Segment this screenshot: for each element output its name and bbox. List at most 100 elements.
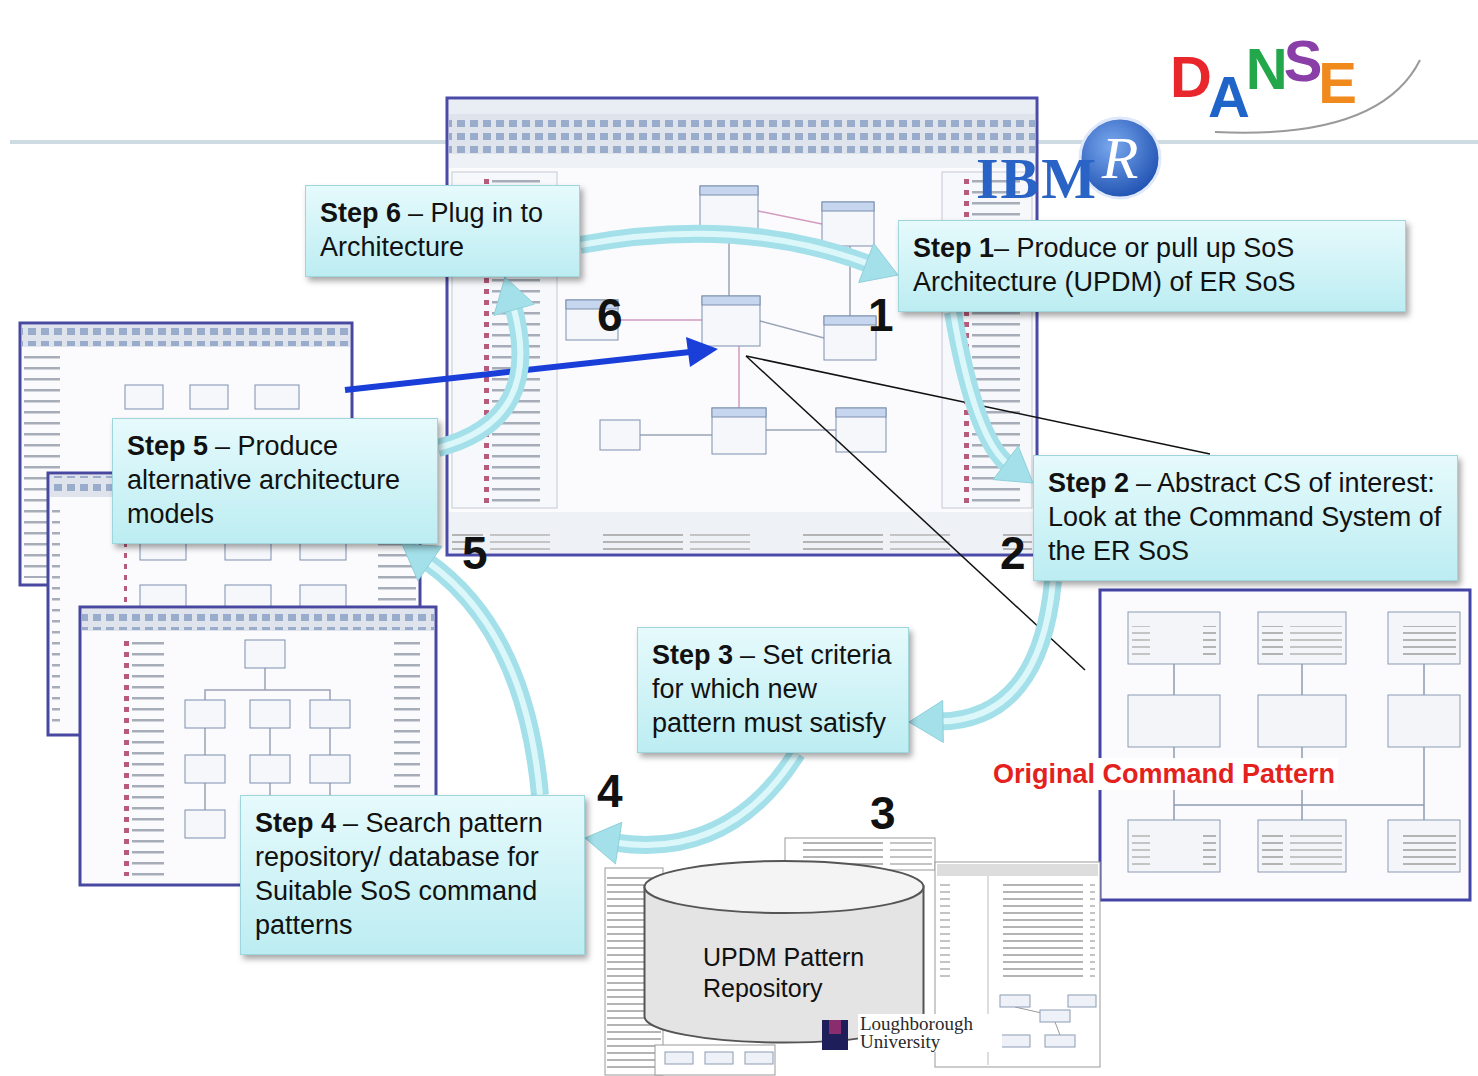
document-header xyxy=(937,864,1098,876)
class-header xyxy=(822,202,874,211)
class-box xyxy=(1128,612,1220,664)
class-box xyxy=(185,810,225,838)
diagram-link xyxy=(1423,747,1425,820)
cycle-arrow-highlight xyxy=(953,312,1009,465)
class-box xyxy=(822,202,874,246)
class-box xyxy=(705,1052,733,1064)
class-header xyxy=(700,186,758,195)
class-header xyxy=(836,408,886,417)
university-crest xyxy=(829,1020,841,1034)
logo-text: DANSE xyxy=(1170,40,1353,98)
cycle-arrowhead xyxy=(402,544,442,581)
class-box xyxy=(1000,995,1030,1007)
toolbar xyxy=(449,114,1035,154)
diagram-link xyxy=(1423,664,1425,695)
cycle-arrow-body xyxy=(438,306,520,448)
diagram-link xyxy=(618,319,702,321)
diagram-link xyxy=(205,690,330,700)
pattern-documents xyxy=(605,838,1100,1075)
class-box xyxy=(1388,820,1460,872)
tab-bar xyxy=(449,154,1035,168)
arrowheads xyxy=(585,822,622,864)
logo-letter: D xyxy=(1170,48,1208,106)
logo-text: IBM xyxy=(976,150,1098,208)
step-heading: Step 4 xyxy=(255,808,336,838)
step-heading: Step 1 xyxy=(913,233,994,263)
cycle-arrow-highlight xyxy=(939,581,1053,722)
step-box: Step 1– Produce or pull up SoS Architect… xyxy=(898,220,1406,312)
toolbar xyxy=(22,325,350,347)
diagram-link xyxy=(1055,1022,1060,1035)
logo-letter: E xyxy=(1318,54,1353,112)
diagram-link xyxy=(640,434,712,436)
class-box xyxy=(125,385,163,409)
callout-label: Original Command Pattern xyxy=(990,758,1338,790)
cycle-arrow xyxy=(580,234,898,283)
diagram-link xyxy=(204,728,206,755)
class-box xyxy=(745,1052,773,1064)
class-box xyxy=(250,755,290,783)
step-box: Step 3– Set criteria for which new patte… xyxy=(637,627,909,753)
class-lines xyxy=(1262,834,1342,868)
class-box xyxy=(1388,695,1460,747)
callout-number: 4 xyxy=(597,768,623,814)
class-box xyxy=(250,700,290,728)
class-lines xyxy=(1262,626,1342,660)
cycle-arrowhead xyxy=(993,446,1033,483)
class-box xyxy=(1000,1035,1030,1047)
cycle-arrow-highlight xyxy=(615,753,797,845)
tree-items xyxy=(84,636,164,876)
class-box xyxy=(712,408,766,454)
arrowheads xyxy=(402,544,442,581)
diagram-link xyxy=(728,236,730,296)
diagram-link xyxy=(1301,664,1303,695)
arrowheads xyxy=(909,700,943,742)
class-lines xyxy=(1132,834,1216,868)
plug-in-arrowhead xyxy=(686,337,718,367)
class-box xyxy=(310,755,350,783)
step-heading: Step 5 xyxy=(127,431,208,461)
class-box xyxy=(1045,1035,1075,1047)
cycle-arrow-body xyxy=(427,561,540,795)
class-box xyxy=(1258,820,1346,872)
class-box xyxy=(1040,1010,1070,1022)
diagram-link xyxy=(204,783,206,810)
window-frame xyxy=(1100,590,1470,900)
central-screenshot xyxy=(447,98,1037,555)
toolbar xyxy=(82,609,434,631)
status-bar xyxy=(449,512,1035,553)
cylinder-top xyxy=(645,861,924,913)
cycle-arrow xyxy=(438,277,534,448)
class-lines xyxy=(1392,626,1456,660)
cycle-arrow-highlight xyxy=(580,234,870,265)
class-box xyxy=(600,420,640,450)
command-pattern-screenshot xyxy=(1100,590,1470,900)
class-box xyxy=(665,1052,693,1064)
class-box xyxy=(702,296,760,346)
callout-number: 5 xyxy=(462,530,488,576)
cycle-arrowhead xyxy=(909,700,943,742)
cycle-arrow-body xyxy=(580,234,870,265)
callout-number: 6 xyxy=(597,292,623,338)
menu-bar xyxy=(449,100,1035,114)
cycle-arrowhead xyxy=(585,822,622,864)
step-box: Step 5– Produce alternative architecture… xyxy=(112,418,438,544)
cycle-arrow xyxy=(909,581,1053,742)
cycle-arrowhead xyxy=(859,243,898,282)
node-text: UPDM Pattern Repository xyxy=(703,942,905,1004)
document-lines xyxy=(940,880,1095,980)
step-box: Step 2– Abstract CS of interest: Look at… xyxy=(1033,455,1458,581)
window-frame xyxy=(447,98,1037,555)
logo-text: Loughborough University xyxy=(858,1014,1002,1052)
class-lines xyxy=(1132,626,1216,660)
step-box: Step 6– Plug in to Architecture xyxy=(305,185,580,277)
cycle-arrow-highlight xyxy=(427,561,540,795)
class-box xyxy=(190,385,228,409)
arrowheads xyxy=(859,243,898,282)
cycle-arrowhead xyxy=(494,277,534,315)
diagram-link xyxy=(758,211,822,224)
class-box xyxy=(245,640,285,668)
step-heading: Step 2 xyxy=(1048,468,1129,498)
cycle-arrow-body xyxy=(615,753,797,845)
